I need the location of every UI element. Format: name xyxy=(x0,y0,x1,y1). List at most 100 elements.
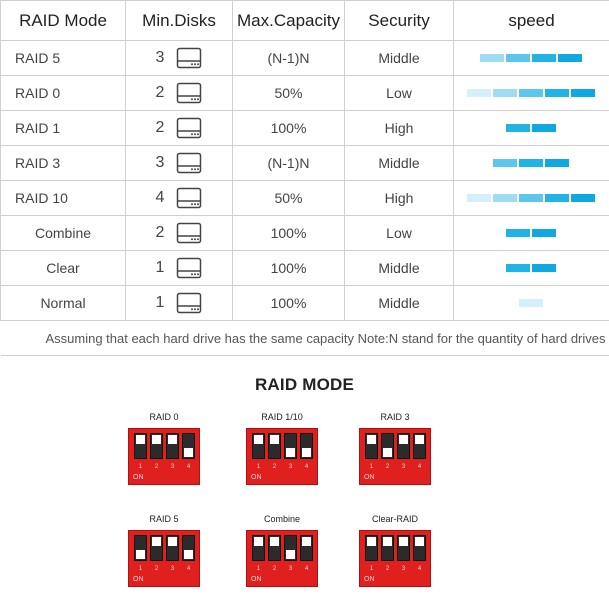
speed-bar xyxy=(466,89,597,97)
speed-segment xyxy=(505,229,530,237)
max-capacity-cell: (N-1)N xyxy=(232,145,345,181)
dip-toggle xyxy=(300,535,313,561)
table-header-row: RAID Mode Min.Disks Max.Capacity Securit… xyxy=(0,0,609,41)
min-disks-value: 1 xyxy=(155,259,165,276)
dip-switch-number: 3 xyxy=(288,464,293,470)
dip-section-title: RAID MODE xyxy=(254,375,355,394)
dip-switch-number: 2 xyxy=(154,566,159,572)
dip-toggle xyxy=(182,433,195,459)
speed-cell xyxy=(453,75,609,111)
min-disks-value: 2 xyxy=(155,119,165,136)
capacity-note: Assuming that each hard drive has the sa… xyxy=(0,320,609,356)
speed-segment xyxy=(518,299,543,307)
max-capacity-cell: 100% xyxy=(232,215,345,251)
min-disks-value: 4 xyxy=(155,189,165,206)
dip-knob xyxy=(383,448,392,457)
speed-cell xyxy=(453,110,609,146)
hard-drive-icon xyxy=(176,222,202,244)
dip-on-label: ON xyxy=(251,576,262,583)
dip-mode-label: RAID 3 xyxy=(380,412,410,422)
dip-knob xyxy=(136,435,145,444)
dip-switch-number: 4 xyxy=(186,464,191,470)
header-max-capacity: Max.Capacity xyxy=(232,0,345,41)
speed-segment xyxy=(557,54,582,62)
min-disks-value: 3 xyxy=(155,154,165,171)
min-disks-cell: 2 xyxy=(125,215,233,251)
dip-switch-number: 3 xyxy=(288,566,293,572)
speed-segment xyxy=(531,124,556,132)
max-capacity-cell: 100% xyxy=(232,285,345,321)
dip-toggle xyxy=(365,433,378,459)
dip-toggle xyxy=(252,433,265,459)
dip-knob xyxy=(152,435,161,444)
speed-segment xyxy=(492,159,517,167)
max-capacity-cell: (N-1)N xyxy=(232,40,345,76)
min-disks-value: 3 xyxy=(155,49,165,66)
dip-toggle xyxy=(397,535,410,561)
raid-mode-cell: RAID 5 xyxy=(0,40,126,76)
min-disks-cell: 2 xyxy=(125,110,233,146)
security-cell: Middle xyxy=(344,285,454,321)
dip-knob xyxy=(270,435,279,444)
security-cell: High xyxy=(344,180,454,216)
dip-knob xyxy=(270,537,279,546)
dip-knob xyxy=(302,448,311,457)
dip-switch-number: 2 xyxy=(154,464,159,470)
dip-switch-number: 3 xyxy=(401,566,406,572)
dip-toggle xyxy=(182,535,195,561)
speed-segment xyxy=(544,89,569,97)
dip-knob xyxy=(254,537,263,546)
dip-switch-number: 4 xyxy=(304,566,309,572)
dip-toggle xyxy=(166,535,179,561)
dip-switch-number: 4 xyxy=(186,566,191,572)
dip-switch-number: 1 xyxy=(256,464,261,470)
speed-bar xyxy=(479,54,584,62)
note-row: Assuming that each hard drive has the sa… xyxy=(0,320,609,356)
dip-toggle xyxy=(268,433,281,459)
speed-segment xyxy=(518,89,543,97)
speed-segment xyxy=(479,54,504,62)
raid-mode-cell: RAID 3 xyxy=(0,145,126,181)
dip-toggle xyxy=(284,535,297,561)
speed-segment xyxy=(544,194,569,202)
raid-mode-cell: Normal xyxy=(0,285,126,321)
min-disks-cell: 2 xyxy=(125,75,233,111)
speed-segment xyxy=(531,229,556,237)
dip-toggle xyxy=(150,433,163,459)
dip-toggle xyxy=(268,535,281,561)
speed-segment xyxy=(505,124,530,132)
speed-segment xyxy=(466,194,491,202)
dip-switch-number: 1 xyxy=(138,566,143,572)
dip-on-label: ON xyxy=(133,474,144,481)
min-disks-cell: 3 xyxy=(125,145,233,181)
dip-switch-number: 4 xyxy=(417,566,422,572)
dip-toggle xyxy=(284,433,297,459)
min-disks-cell: 1 xyxy=(125,285,233,321)
dip-switch-number: 1 xyxy=(369,566,374,572)
security-cell: Middle xyxy=(344,145,454,181)
speed-segment xyxy=(544,159,569,167)
dip-toggle xyxy=(413,433,426,459)
dip-knob xyxy=(399,435,408,444)
dip-toggle xyxy=(134,433,147,459)
dip-mode-label: Combine xyxy=(263,514,301,524)
speed-cell xyxy=(453,250,609,286)
raid-mode-cell: RAID 10 xyxy=(0,180,126,216)
dip-toggle xyxy=(365,535,378,561)
max-capacity-cell: 100% xyxy=(232,110,345,146)
speed-bar xyxy=(505,264,558,272)
hard-drive-icon xyxy=(176,152,202,174)
speed-cell xyxy=(453,145,609,181)
speed-segment xyxy=(518,194,543,202)
dip-on-label: ON xyxy=(364,474,375,481)
speed-segment xyxy=(466,89,491,97)
dip-on-label: ON xyxy=(133,576,144,583)
speed-segment xyxy=(505,264,530,272)
